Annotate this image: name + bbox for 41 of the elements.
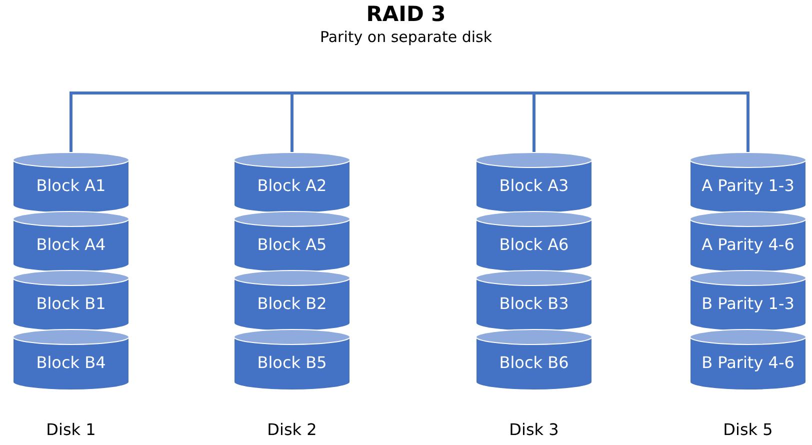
disk-cylinder — [12, 270, 130, 332]
disk-cylinder — [475, 152, 593, 214]
cylinder-label: Block A4 — [35, 235, 107, 254]
cylinder-label: Block B6 — [498, 353, 570, 372]
bus-line — [532, 92, 750, 152]
disk-cylinder — [12, 211, 130, 273]
cylinder-label: B Parity 1-3 — [700, 294, 796, 313]
disk-label: Disk 5 — [723, 420, 773, 439]
diagram-title: RAID 3 — [366, 2, 446, 26]
disk-cylinder — [12, 152, 130, 214]
cylinder-label: B Parity 4-6 — [700, 353, 796, 372]
disk-label: Disk 2 — [267, 420, 317, 439]
cylinder-label: Block A6 — [498, 235, 570, 254]
disk-label: Disk 1 — [46, 420, 96, 439]
diagram-subtitle: Parity on separate disk — [320, 28, 492, 46]
disk-label: Disk 3 — [509, 420, 559, 439]
disk-cylinder — [233, 152, 351, 214]
cylinder-label: Block B4 — [35, 353, 107, 372]
disk-cylinder — [689, 270, 807, 332]
disk-cylinder — [233, 270, 351, 332]
cylinder-label: Block B5 — [256, 353, 328, 372]
cylinder-label: Block A3 — [498, 176, 570, 195]
cylinder-label: Block A1 — [35, 176, 107, 195]
disk-cylinder — [689, 152, 807, 214]
disk-cylinder — [233, 211, 351, 273]
bus-line — [290, 92, 536, 152]
disk-cylinder — [475, 270, 593, 332]
cylinder-label: A Parity 4-6 — [700, 235, 796, 254]
cylinder-label: Block B2 — [256, 294, 328, 313]
cylinder-label: Block B3 — [498, 294, 570, 313]
disk-cylinder — [475, 329, 593, 391]
disk-cylinder — [475, 211, 593, 273]
disk-cylinder — [233, 329, 351, 391]
cylinder-label: Block A2 — [256, 176, 328, 195]
disk-cylinder — [12, 329, 130, 391]
bus-line — [70, 92, 294, 152]
cylinder-label: Block A5 — [256, 235, 328, 254]
disk-cylinder — [689, 211, 807, 273]
cylinder-label: Block B1 — [35, 294, 107, 313]
disk-cylinder — [689, 329, 807, 391]
cylinder-label: A Parity 1-3 — [700, 176, 796, 195]
